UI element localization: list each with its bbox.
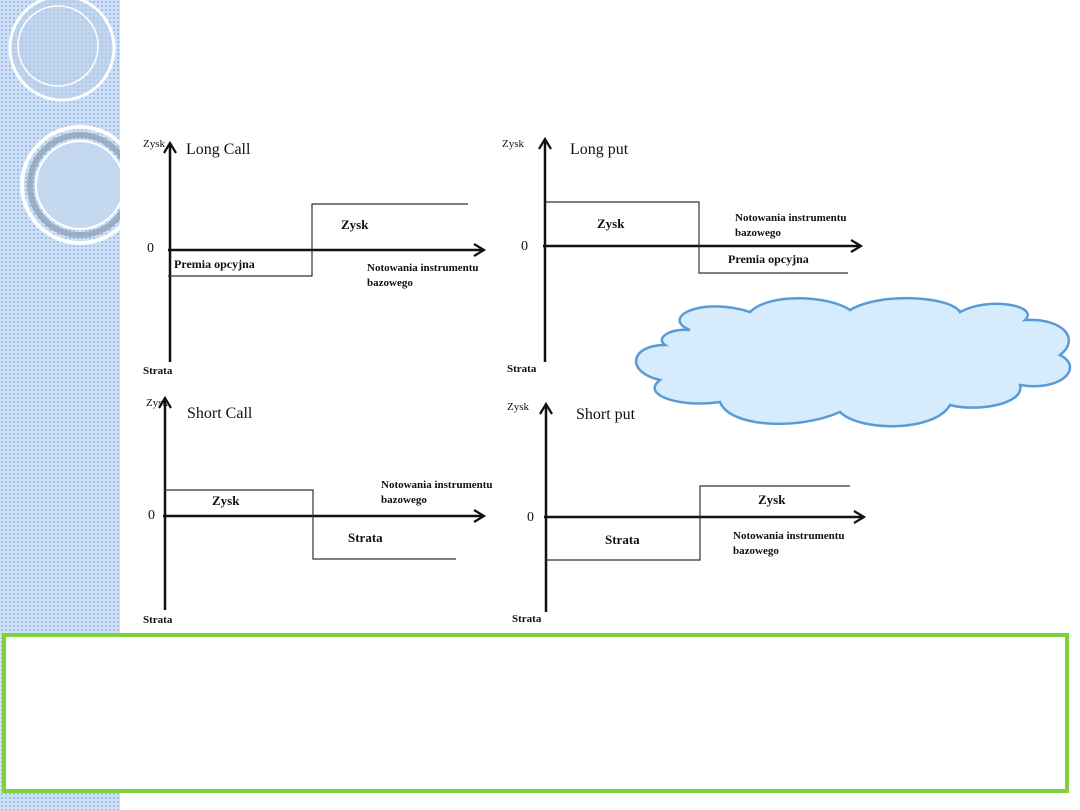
short-call-loss-label: Strata [348,530,383,545]
long-put-origin-label: 0 [521,239,528,254]
short-call-origin-label: 0 [148,508,155,523]
short-put-diagram: Zysk Short put 0 Zysk Strata Notowania i… [507,401,867,625]
decorative-sidebar [0,0,120,810]
short-call-payoff-line [165,489,456,560]
short-call-title: Short Call [187,405,253,422]
long-call-profit-label: Zysk [341,217,369,232]
short-call-x-label-2: bazowego [381,494,427,506]
short-call-profit-label: Zysk [212,493,240,508]
long-put-diagram: Zysk Long put 0 Zysk Notowania instrumen… [502,136,864,375]
short-call-y-bottom-label: Strata [143,614,173,626]
long-call-x-label-1: Notowania instrumentu [367,262,479,274]
short-call-diagram: Zysk Short Call 0 Zysk Strata Notowania … [143,395,493,626]
long-call-x-label-2: bazowego [367,277,413,289]
cloud-callout [635,296,1072,428]
short-put-y-bottom-label: Strata [512,613,542,625]
decorative-circles [8,0,120,245]
short-put-y-top-label: Zysk [507,401,530,413]
long-call-payoff-line [168,203,468,277]
short-put-profit-label: Zysk [758,492,786,507]
long-put-y-bottom-label: Strata [507,363,537,375]
long-put-x-label-1: Notowania instrumentu [735,212,847,224]
empty-text-box[interactable] [2,633,1069,793]
long-put-x-label-2: bazowego [735,227,781,239]
short-call-y-top-label: Zysk [146,397,169,409]
long-call-diagram: Zysk Long Call 0 Zysk Premia opcyjna Not… [143,138,487,377]
long-put-profit-label: Zysk [597,216,625,231]
short-put-title: Short put [576,406,636,423]
short-put-x-label-1: Notowania instrumentu [733,530,845,542]
short-put-x-label-2: bazowego [733,545,779,557]
short-put-payoff-line [546,485,850,561]
long-put-title: Long put [570,141,629,158]
long-call-premium-label: Premia opcyjna [174,257,255,271]
long-put-payoff-line [545,201,848,274]
long-call-y-top-label: Zysk [143,138,166,150]
long-call-title: Long Call [186,141,251,158]
short-put-loss-label: Strata [605,532,640,547]
short-call-x-label-1: Notowania instrumentu [381,479,493,491]
long-put-y-top-label: Zysk [502,138,525,150]
short-put-origin-label: 0 [527,510,534,525]
long-call-y-bottom-label: Strata [143,365,173,377]
long-put-premium-label: Premia opcyjna [728,252,809,266]
long-call-origin-label: 0 [147,241,154,256]
